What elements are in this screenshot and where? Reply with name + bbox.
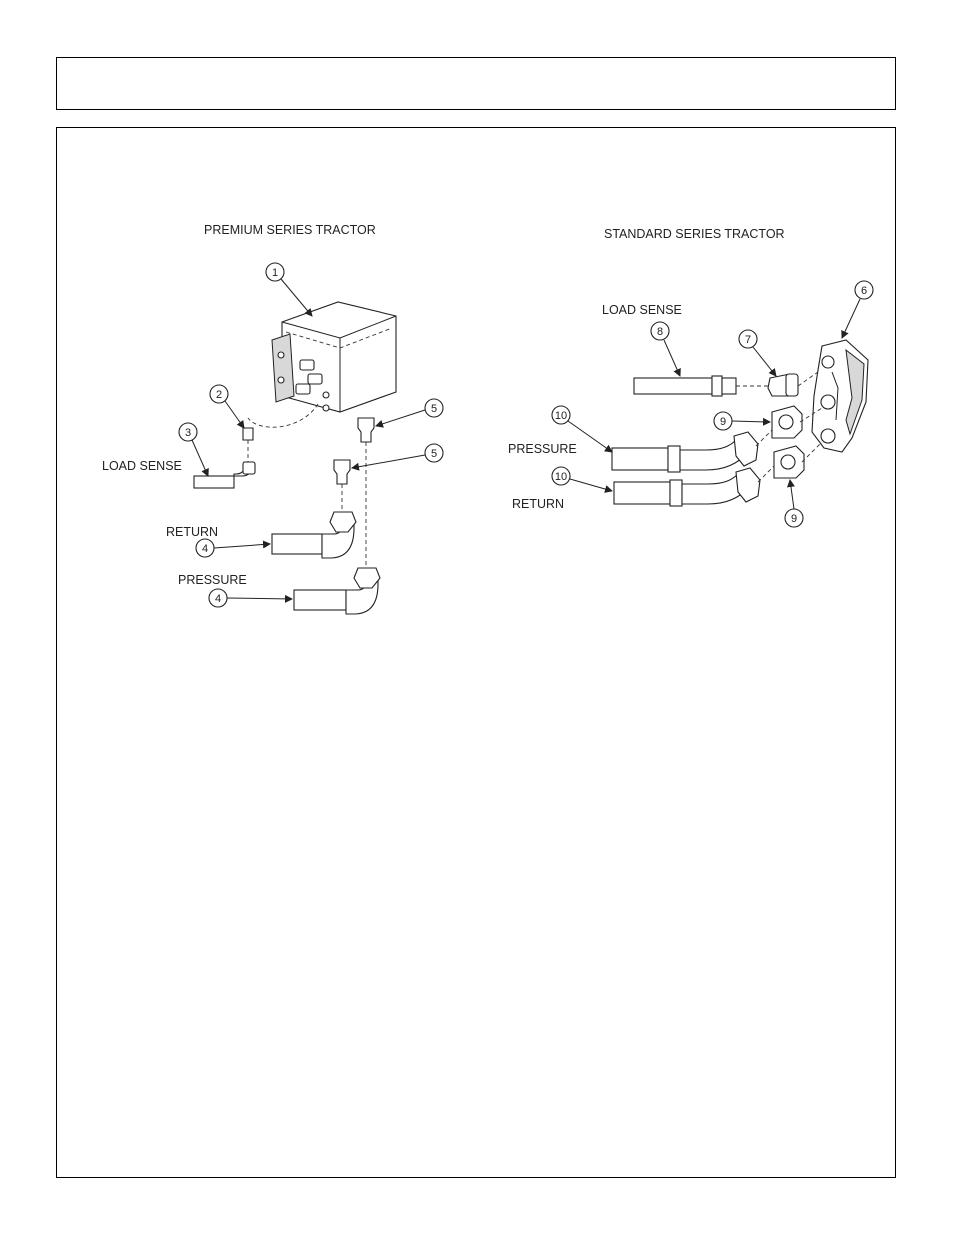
standard-pressure-hose (612, 432, 758, 472)
valve-block (272, 302, 396, 412)
svg-text:9: 9 (791, 513, 797, 525)
callout-4-return: 4 (196, 539, 270, 557)
standard-load-sense-hose (634, 376, 736, 396)
standard-return-hose (614, 468, 760, 506)
callout-2: 2 (210, 385, 244, 428)
callout-3: 3 (179, 423, 208, 476)
svg-text:2: 2 (216, 389, 222, 401)
svg-text:4: 4 (202, 543, 208, 555)
premium-series-figure: PREMIUM SERIES TRACTOR (102, 223, 443, 614)
coupler-manifold (812, 340, 868, 452)
premium-pressure-label: PRESSURE (178, 573, 247, 587)
svg-text:10: 10 (555, 471, 567, 483)
svg-text:6: 6 (861, 285, 867, 297)
svg-text:7: 7 (745, 334, 751, 346)
callout-6: 6 (842, 281, 873, 338)
svg-text:3: 3 (185, 427, 191, 439)
premium-return-label: RETURN (166, 525, 218, 539)
standard-title: STANDARD SERIES TRACTOR (604, 227, 785, 241)
svg-text:5: 5 (431, 448, 437, 460)
standard-series-figure: STANDARD SERIES TRACTOR (508, 227, 873, 527)
svg-text:4: 4 (215, 593, 221, 605)
pressure-hose (294, 568, 380, 614)
standard-load-sense-label: LOAD SENSE (602, 303, 682, 317)
svg-text:10: 10 (555, 410, 567, 422)
standard-return-label: RETURN (512, 497, 564, 511)
svg-text:5: 5 (431, 403, 437, 415)
callout-4-pressure: 4 (209, 589, 292, 607)
callout-8: 8 (651, 322, 680, 376)
callout-9-lower: 9 (785, 480, 803, 527)
callout-9-upper: 9 (714, 412, 770, 430)
load-sense-elbow (768, 374, 798, 396)
callout-1: 1 (266, 263, 312, 316)
svg-text:1: 1 (272, 267, 278, 279)
svg-text:9: 9 (720, 416, 726, 428)
return-hose (272, 512, 356, 558)
standard-pressure-label: PRESSURE (508, 442, 577, 456)
adapter-fitting-lower (334, 460, 350, 484)
premium-title: PREMIUM SERIES TRACTOR (204, 223, 376, 237)
quick-coupler-upper (772, 406, 802, 438)
adapter-fitting-small (243, 428, 253, 440)
callout-7: 7 (739, 330, 776, 376)
callout-10-return: 10 (552, 467, 612, 491)
adapter-fitting-upper (358, 418, 374, 442)
callout-5-upper: 5 (376, 399, 443, 426)
svg-text:8: 8 (657, 326, 663, 338)
premium-load-sense-label: LOAD SENSE (102, 459, 182, 473)
quick-coupler-lower (774, 446, 804, 478)
